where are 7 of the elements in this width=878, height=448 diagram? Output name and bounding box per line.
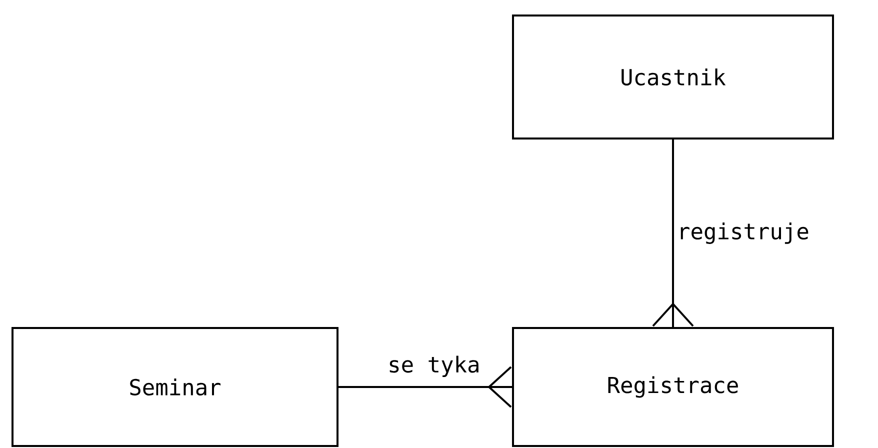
entity-box: Registrace — [512, 327, 834, 447]
edge-label: se tyka — [390, 356, 478, 377]
relationship-line — [652, 138, 694, 328]
entity-box: Seminar — [12, 327, 338, 447]
entity-box: Ucastnik — [512, 14, 834, 140]
relationship-line — [338, 366, 513, 408]
edge-label: registruje — [680, 222, 808, 244]
